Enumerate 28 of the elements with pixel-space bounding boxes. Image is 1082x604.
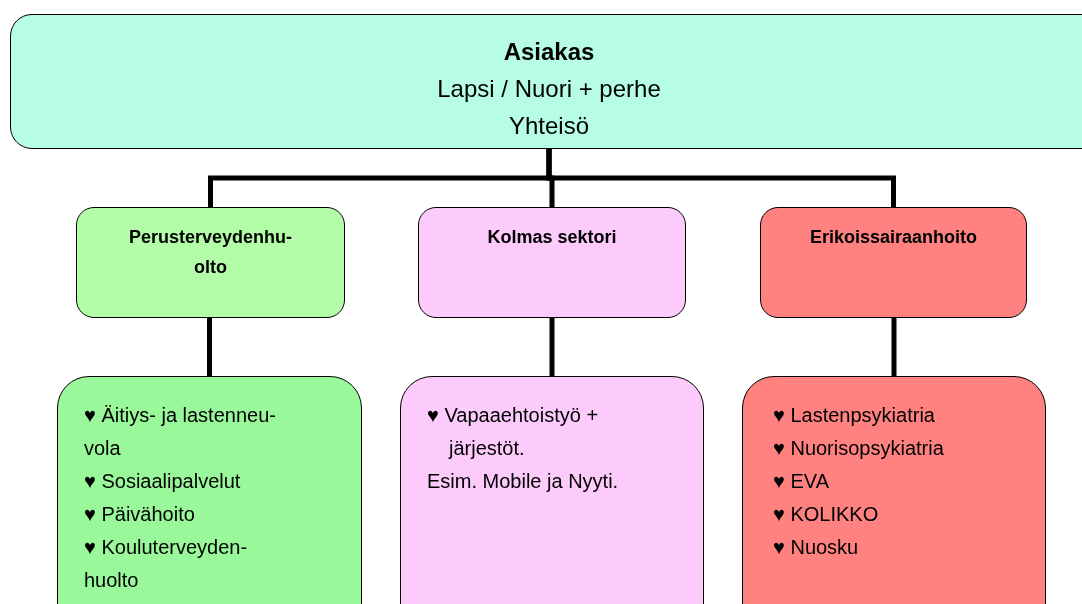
rounded-box (742, 376, 1046, 604)
text-line: Lapsi / Nuori + perhe (436, 74, 662, 104)
text-line: ♥ KOLIKKO (773, 502, 880, 527)
text-line: ♥ Nuorisopsykiatria (773, 436, 945, 461)
rounded-box (760, 207, 1027, 318)
connector-line (207, 318, 212, 376)
rounded-box (400, 376, 704, 604)
rounded-box (76, 207, 345, 318)
heading-text: Kolmas sektori (486, 226, 618, 249)
text-line: ♥ Lastenpsykiatria (773, 403, 936, 428)
text-line: Esim. Mobile ja Nyyti. (427, 469, 620, 494)
text-line: ♥ Päivähoito (84, 502, 196, 527)
connector-line (546, 149, 896, 207)
heading-text: Erikoissairaanhoito (808, 226, 979, 249)
text-line: ♥ Nuosku (773, 535, 860, 560)
text-line: ♥ Vapaaehtoistyö + järjestöt. (427, 403, 599, 461)
text-line: ♥ Äitiys- ja lastenneu- vola (84, 403, 277, 461)
connector-line (549, 318, 555, 376)
text-line: Yhteisö (507, 111, 591, 141)
text-line: ♥ Sosiaalipalvelut (84, 469, 242, 494)
text-line: ♥ Kouluterveyden- huolto (84, 535, 249, 593)
heading-text: Perusterveydenhu- olto (127, 226, 294, 279)
text-line: ♥ EVA (773, 469, 830, 494)
rounded-box (10, 14, 1082, 149)
connector-line (891, 318, 897, 376)
rounded-box (418, 207, 686, 318)
heading-text: Asiakas (502, 37, 596, 67)
rounded-box (57, 376, 362, 604)
